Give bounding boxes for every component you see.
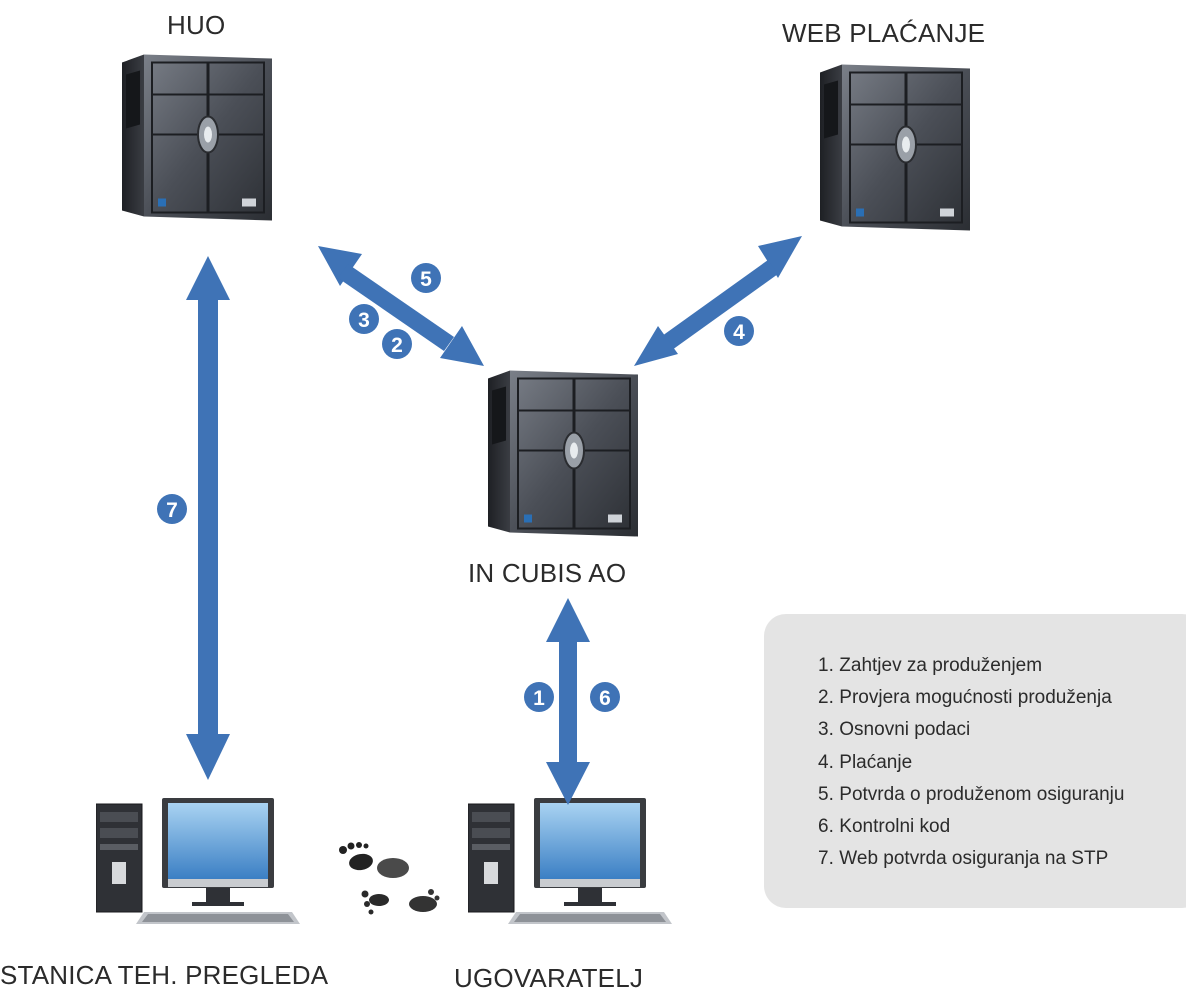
footprints-icon (339, 842, 440, 915)
web-placanje-server-icon (820, 62, 970, 233)
legend-list: 1. Zahtjev za produženjem 2. Provjera mo… (818, 650, 1124, 875)
legend-item: 2. Provjera mogućnosti produženja (818, 687, 1112, 709)
legend-item: 4. Plaćanje (818, 751, 913, 773)
svg-text:2: 2 (391, 334, 403, 357)
legend-item: 7. Web potvrda osiguranja na STP (818, 848, 1109, 870)
arrow-in-cubis-ugovaratelj (546, 598, 590, 805)
badge-5: 5 (411, 263, 441, 293)
legend-item: 3. Osnovni podaci (818, 719, 971, 741)
ugovaratelj-label: UGOVARATELJ (454, 963, 644, 993)
stanica-workstation-icon (96, 798, 301, 925)
in-cubis-label: IN CUBIS AO (468, 558, 627, 588)
web-placanje-label: WEB PLAĆANJE (782, 18, 986, 48)
svg-text:3: 3 (358, 309, 370, 332)
arrow-huo-stanica (186, 256, 230, 780)
stanica-label: STANICA TEH. PREGLEDA (0, 960, 329, 990)
badge-4: 4 (724, 316, 754, 346)
svg-text:7: 7 (166, 499, 178, 522)
in-cubis-server-icon (488, 368, 638, 539)
badge-3: 3 (349, 304, 379, 334)
arrow-huo-in-cubis (318, 246, 484, 366)
svg-text:1: 1 (533, 687, 545, 710)
badge-2: 2 (382, 329, 412, 359)
svg-text:6: 6 (599, 687, 611, 710)
badge-1: 1 (524, 682, 554, 712)
legend-item: 6. Kontrolni kod (818, 815, 951, 837)
huo-server-icon (122, 52, 272, 223)
badge-7: 7 (157, 494, 187, 524)
legend-item: 1. Zahtjev za produženjem (818, 655, 1043, 676)
svg-text:4: 4 (733, 321, 745, 344)
badge-6: 6 (590, 682, 620, 712)
arrow-web-in-cubis (634, 236, 802, 366)
ugovaratelj-workstation-icon (468, 798, 673, 925)
legend-item: 5. Potvrda o produženom osiguranju (818, 783, 1125, 805)
huo-label: HUO (167, 10, 226, 40)
svg-text:5: 5 (420, 268, 432, 291)
legend-panel (764, 614, 1186, 908)
